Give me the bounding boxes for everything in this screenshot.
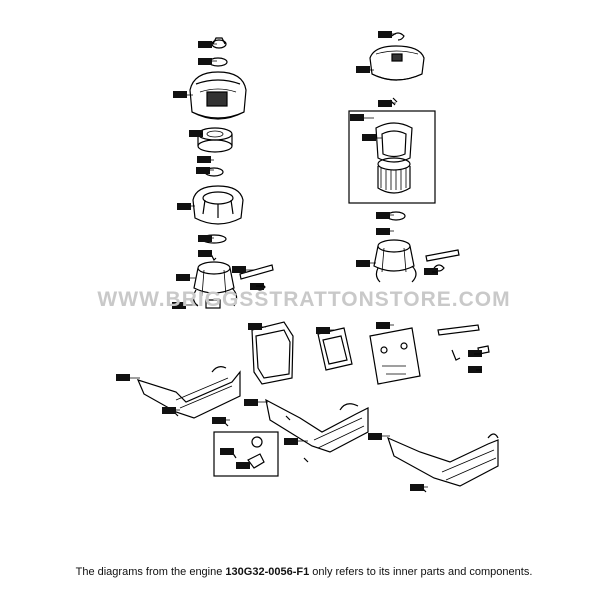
- watermark: WWW.BRIGGSSTRATTONSTORE.COM: [97, 288, 511, 311]
- part-base-left: [192, 185, 244, 225]
- part-cover-left: [189, 71, 247, 120]
- part-screw-e: [285, 415, 291, 421]
- part-tag: [424, 268, 438, 275]
- part-tag: [198, 235, 212, 242]
- part-clip-middle: [451, 349, 461, 361]
- part-knob-left: [211, 37, 227, 49]
- caption-engine-model: 130G32-0056-F1: [225, 566, 310, 578]
- part-screw-c: [303, 457, 309, 463]
- part-tag: [410, 484, 424, 491]
- part-tag: [198, 41, 212, 48]
- part-filter-element-right: [375, 122, 413, 194]
- part-shroud-2: [265, 398, 369, 453]
- part-tag: [172, 302, 186, 309]
- part-tag: [376, 228, 390, 235]
- part-tag: [177, 203, 191, 210]
- part-rod-middle: [437, 324, 480, 336]
- part-tag: [220, 448, 234, 455]
- part-filter-box: [348, 110, 436, 204]
- part-tag: [196, 167, 210, 174]
- part-back-plate: [369, 327, 421, 385]
- part-tag: [248, 323, 262, 330]
- part-tag: [236, 462, 250, 469]
- part-tag: [212, 417, 226, 424]
- part-tag: [189, 130, 203, 137]
- part-tag: [197, 156, 211, 163]
- part-carburetor-right: [373, 239, 417, 283]
- part-gasket-frame: [317, 327, 353, 371]
- part-tag: [316, 327, 330, 334]
- part-filter-ring-left: [197, 127, 233, 153]
- caption: The diagrams from the engine 130G32-0056…: [0, 566, 608, 578]
- part-carburetor-left: [192, 261, 238, 309]
- right-air-cleaner-assembly: [348, 32, 460, 283]
- part-tag: [356, 66, 370, 73]
- part-tag: [468, 366, 482, 373]
- part-tag: [362, 134, 376, 141]
- caption-suffix: only refers to its inner parts and compo…: [309, 566, 533, 578]
- part-tag: [232, 266, 246, 273]
- part-tag: [378, 31, 392, 38]
- part-tag: [198, 250, 212, 257]
- part-number-tags: [116, 31, 482, 491]
- part-shroud-1: [136, 366, 241, 419]
- part-clip-right: [391, 32, 405, 41]
- part-tag: [116, 374, 130, 381]
- caption-prefix: The diagrams from the engine: [75, 566, 226, 578]
- part-tag: [356, 260, 370, 267]
- part-tag: [350, 114, 364, 121]
- part-tag: [368, 433, 382, 440]
- part-tag: [376, 212, 390, 219]
- part-tag: [162, 407, 176, 414]
- part-throttle-rod-right: [425, 249, 460, 262]
- part-hardware-box: [213, 431, 279, 477]
- part-tag: [376, 322, 390, 329]
- part-tag: [198, 58, 212, 65]
- leader-lines: [130, 33, 482, 488]
- part-shroud-3: [387, 433, 499, 487]
- part-tag: [244, 399, 258, 406]
- part-cover-right: [369, 45, 425, 81]
- part-tag: [468, 350, 482, 357]
- part-tag: [250, 283, 264, 290]
- part-throttle-rod-left: [239, 264, 274, 280]
- part-tag: [176, 274, 190, 281]
- part-foam-filter: [251, 321, 294, 385]
- part-tag: [173, 91, 187, 98]
- part-tag: [378, 100, 392, 107]
- part-tag: [284, 438, 298, 445]
